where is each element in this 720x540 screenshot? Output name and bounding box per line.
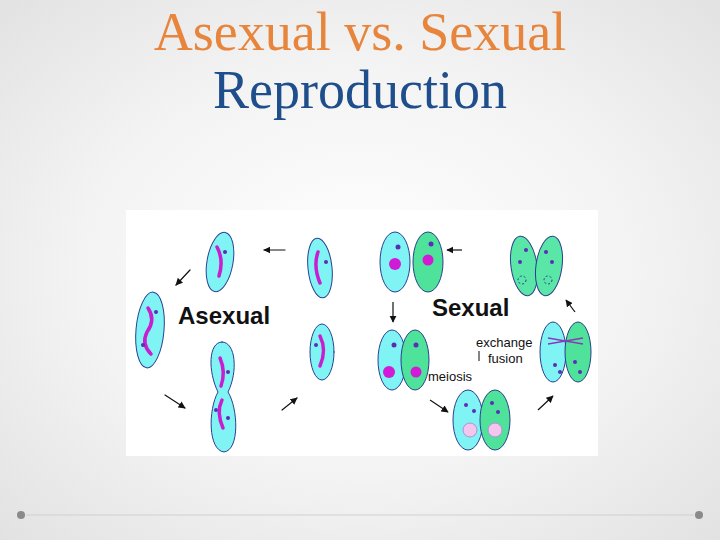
micronucleus xyxy=(464,403,468,407)
micronucleus xyxy=(553,363,557,367)
label-slot: meiosis xyxy=(428,370,472,383)
degenerating-nucleus xyxy=(544,276,552,284)
paramecium-cell xyxy=(532,234,566,297)
macronucleus xyxy=(219,400,223,428)
micronucleus xyxy=(226,370,230,374)
micronucleus xyxy=(214,408,218,412)
paramecium-cell xyxy=(565,322,591,382)
cycle-arrow xyxy=(392,302,393,322)
cycle-arrow xyxy=(538,396,553,410)
label-slot: fusion xyxy=(488,352,523,365)
cycle-arrow xyxy=(430,400,448,412)
macronucleus xyxy=(389,258,401,270)
cycle-arrow xyxy=(165,395,185,408)
dividing-cell xyxy=(211,342,236,452)
micronucleus xyxy=(396,245,401,250)
cycle-arrow xyxy=(176,270,190,285)
cycle-arrow xyxy=(566,300,575,312)
macronucleus xyxy=(217,247,221,276)
micronucleus xyxy=(154,310,158,314)
micronucleus xyxy=(392,343,397,348)
illustration-panel xyxy=(126,210,598,456)
micronucleus xyxy=(518,260,522,264)
macronucleus xyxy=(320,336,324,366)
rule-dot xyxy=(695,511,703,519)
micronucleus xyxy=(223,250,227,254)
macronucleus xyxy=(383,366,395,378)
new-macronucleus xyxy=(488,423,502,437)
cycle-arrow xyxy=(282,398,297,410)
micronucleus xyxy=(550,260,554,264)
paramecium-cell xyxy=(480,390,510,450)
exchange-path xyxy=(548,338,583,344)
micronucleus xyxy=(472,409,476,413)
micronucleus xyxy=(496,410,500,414)
micronucleus xyxy=(490,401,494,405)
micronucleus xyxy=(414,343,419,348)
paramecium-cell xyxy=(413,232,443,292)
slide-rule xyxy=(26,515,694,516)
paramecium-cell xyxy=(453,390,483,450)
slide-title: Asexual vs. Sexual Reproduction xyxy=(120,3,600,119)
macronucleus xyxy=(423,255,434,266)
micronucleus xyxy=(429,242,434,247)
asexual-cycle xyxy=(133,230,335,452)
micronucleus xyxy=(578,370,582,374)
macronucleus xyxy=(145,308,152,354)
macronucleus xyxy=(316,252,320,283)
degenerating-nucleus xyxy=(518,276,526,284)
paramecium-cell xyxy=(305,237,335,299)
exchange-path xyxy=(548,338,583,344)
cycle-label: Asexual xyxy=(178,304,270,328)
cycle-arrow xyxy=(447,249,462,250)
micronucleus xyxy=(573,360,577,364)
micronucleus xyxy=(324,260,328,264)
macronucleus xyxy=(411,367,422,378)
step-label: meiosis xyxy=(428,370,472,383)
label-slot: exchange xyxy=(476,336,532,349)
new-macronucleus xyxy=(463,423,477,437)
cycle-label: Sexual xyxy=(432,296,509,320)
paramecium-cell xyxy=(380,232,410,292)
macronucleus xyxy=(220,358,223,386)
micronucleus xyxy=(314,343,318,347)
step-label: exchange xyxy=(476,336,532,349)
micronucleus xyxy=(226,416,230,420)
label-slot: Asexual xyxy=(178,304,270,328)
sexual-cycle xyxy=(378,232,591,450)
label-slot: Sexual xyxy=(432,296,509,320)
cycle-arrow xyxy=(264,249,285,250)
step-label: fusion xyxy=(488,352,523,365)
micronucleus xyxy=(558,370,562,374)
paramecium-cell xyxy=(310,324,334,380)
micronucleus xyxy=(544,250,548,254)
paramecium-cell xyxy=(401,330,429,390)
step-mark xyxy=(478,351,479,361)
paramecium-cell xyxy=(133,291,168,369)
micronucleus xyxy=(141,343,145,347)
paramecium-cell xyxy=(540,322,566,382)
rule-dot xyxy=(17,511,25,519)
micronucleus xyxy=(524,248,528,252)
paramecium-cell xyxy=(202,230,238,294)
